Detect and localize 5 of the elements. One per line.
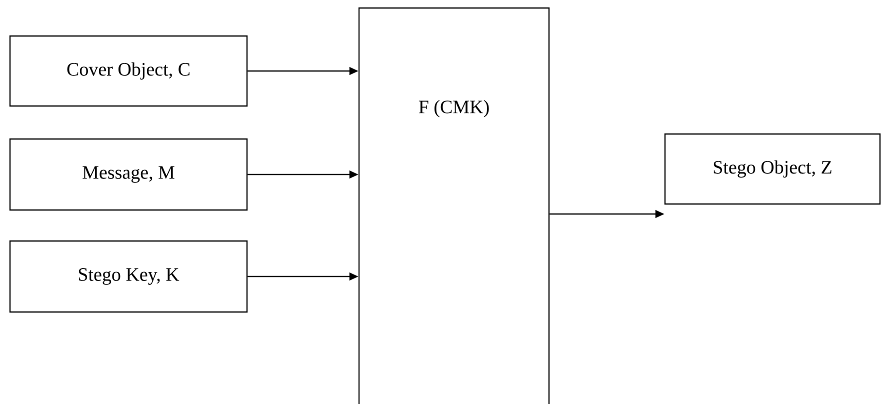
process-box: Stego Object, Z	[664, 133, 881, 205]
process-box: Stego Key, K	[9, 240, 248, 313]
process-box: Message, M	[9, 138, 248, 211]
process-box: Cover Object, C	[9, 35, 248, 107]
function-box: F (CMK)	[358, 7, 550, 404]
